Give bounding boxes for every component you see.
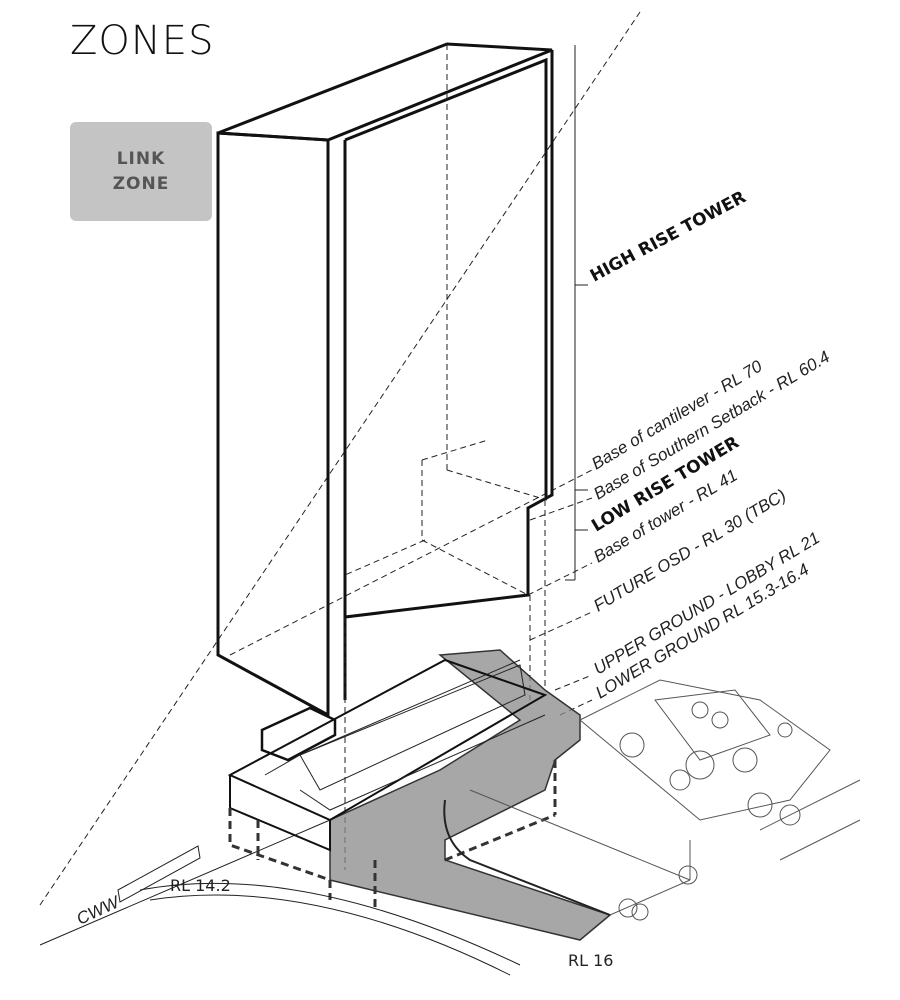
label-high-rise-tower: HIGH RISE TOWER bbox=[587, 187, 749, 286]
cww-box bbox=[117, 845, 201, 903]
link-zone-line2: ZONE bbox=[112, 173, 170, 194]
shaded-zone bbox=[329, 649, 612, 941]
level-bar bbox=[565, 45, 588, 581]
label-rl-16: RL 16 bbox=[568, 951, 613, 970]
label-cww: CWW bbox=[74, 892, 124, 929]
tower-volume bbox=[216, 42, 554, 870]
site-plan bbox=[469, 679, 861, 921]
podium-volume bbox=[139, 649, 612, 976]
link-zone-line1: LINK bbox=[116, 148, 166, 169]
label-rl-14-2: RL 14.2 bbox=[170, 876, 231, 895]
diagram-title: ZONES bbox=[70, 18, 215, 64]
level-labels: HIGH RISE TOWER Base of cantilever - RL … bbox=[74, 187, 833, 970]
link-zone-box: LINK ZONE bbox=[70, 122, 212, 221]
